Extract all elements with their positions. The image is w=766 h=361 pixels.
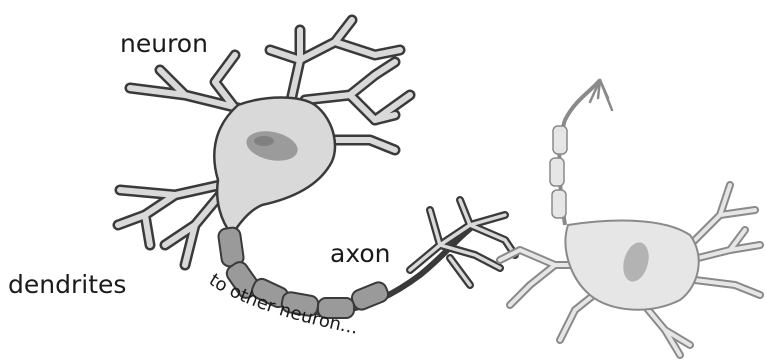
- main-neuron: [118, 20, 515, 318]
- other-neuron: [500, 80, 760, 355]
- neuron-label: neuron: [120, 29, 208, 58]
- dendrites-label: dendrites: [8, 270, 126, 299]
- nucleolus: [254, 136, 274, 146]
- axon-label: axon: [330, 239, 391, 268]
- cell-body: [214, 98, 335, 236]
